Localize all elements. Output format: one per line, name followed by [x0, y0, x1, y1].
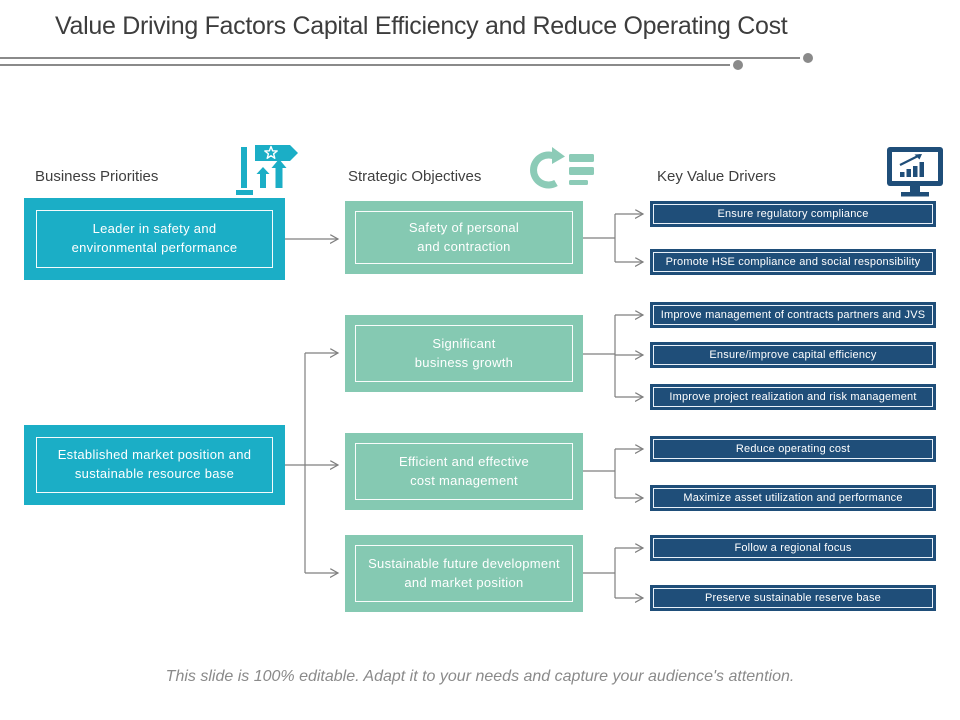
title-divider-top [0, 53, 813, 63]
footer-note: This slide is 100% editable. Adapt it to… [165, 668, 795, 685]
column-header-key-value-drivers: Key Value Drivers [657, 168, 776, 185]
driver-box-hse-compliance: Promote HSE compliance and social respon… [650, 249, 936, 275]
divider-end-dot [803, 53, 813, 63]
column-header-strategic-objectives: Strategic Objectives [348, 168, 482, 185]
flag-star-up-arrows-icon [236, 145, 298, 195]
driver-box-reserve-base: Preserve sustainable reserve base [650, 585, 936, 611]
driver-label: Reduce operating cost [653, 439, 933, 459]
objective-label: Sustainable future development and marke… [355, 545, 573, 602]
connector-objective1-to-drivers [583, 214, 643, 262]
objective-box-safety: Safety of personal and contraction [345, 201, 583, 274]
driver-box-regulatory-compliance: Ensure regulatory compliance [650, 201, 936, 227]
priority-label: Leader in safety and environmental perfo… [36, 210, 273, 268]
driver-box-asset-utilization: Maximize asset utilization and performan… [650, 485, 936, 511]
column-header-business-priorities: Business Priorities [35, 168, 159, 185]
divider-end-dot [733, 60, 743, 70]
priority-box-leader-safety: Leader in safety and environmental perfo… [24, 198, 285, 280]
objective-box-cost-management: Efficient and effective cost management [345, 433, 583, 510]
driver-label: Maximize asset utilization and performan… [653, 488, 933, 508]
driver-label: Ensure regulatory compliance [653, 204, 933, 224]
driver-label: Follow a regional focus [653, 538, 933, 558]
objective-label: Safety of personal and contraction [355, 211, 573, 264]
monitor-bar-chart-icon [887, 147, 943, 197]
driver-label: Improve management of contracts partners… [653, 305, 933, 325]
driver-label: Ensure/improve capital efficiency [653, 345, 933, 365]
objective-label: Significant business growth [355, 325, 573, 382]
connector-objective4-to-drivers [583, 548, 643, 598]
driver-box-reduce-operating-cost: Reduce operating cost [650, 436, 936, 462]
driver-box-project-realization: Improve project realization and risk man… [650, 384, 936, 410]
driver-box-regional-focus: Follow a regional focus [650, 535, 936, 561]
driver-label: Improve project realization and risk man… [653, 387, 933, 407]
objective-box-growth: Significant business growth [345, 315, 583, 392]
connector-objective3-to-drivers [583, 449, 643, 498]
priority-box-market-position: Established market position and sustaina… [24, 425, 285, 505]
driver-label: Preserve sustainable reserve base [653, 588, 933, 608]
objective-label: Efficient and effective cost management [355, 443, 573, 500]
title-divider-bottom [0, 60, 743, 70]
connector-priority2-to-objectives [285, 353, 338, 573]
objective-box-sustainable-future: Sustainable future development and marke… [345, 535, 583, 612]
priority-label: Established market position and sustaina… [36, 437, 273, 493]
driver-box-contracts-management: Improve management of contracts partners… [650, 302, 936, 328]
circular-arrow-list-icon [530, 147, 594, 189]
driver-box-capital-efficiency: Ensure/improve capital efficiency [650, 342, 936, 368]
driver-label: Promote HSE compliance and social respon… [653, 252, 933, 272]
connector-objective2-to-drivers [583, 315, 643, 397]
page-title: Value Driving Factors Capital Efficiency… [55, 12, 788, 40]
